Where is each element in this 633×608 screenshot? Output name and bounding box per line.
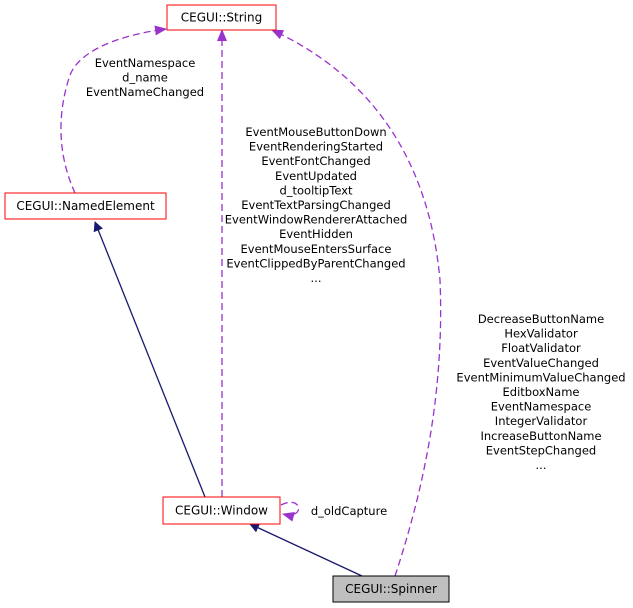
node-string[interactable]: CEGUI::String <box>166 4 277 31</box>
edge-label-line: EventClippedByParentChanged <box>226 256 405 270</box>
edge-label-line: d_name <box>122 71 168 85</box>
edge-label-line: EventHidden <box>279 227 353 241</box>
edge-window-self <box>280 501 300 522</box>
edge-spinner-window <box>249 523 363 577</box>
node-spinner[interactable]: CEGUI::Spinner <box>332 575 450 603</box>
edge-label-line: EventMinimumValueChanged <box>456 370 625 384</box>
edge-label-line: EventNameChanged <box>86 85 204 99</box>
edge-label-line: EventNamespace <box>95 56 196 70</box>
edge-window-namedelement <box>93 221 206 498</box>
edge-label-line: EventTextParsingChanged <box>241 198 391 212</box>
edge-label-line: EventValueChanged <box>483 356 599 370</box>
edge-label-line: HexValidator <box>504 327 578 341</box>
edge-label-line: FloatValidator <box>501 341 581 355</box>
edge-label-line: EventNamespace <box>491 400 592 414</box>
edge-label-line: EventFontChanged <box>261 154 370 168</box>
edge-spinner-string <box>271 29 442 577</box>
edge-label-line: EventMouseEntersSurface <box>241 242 392 256</box>
edge-namedelement-string <box>60 25 167 194</box>
edge-label-line: EventRenderingStarted <box>249 140 383 154</box>
node-namedelement[interactable]: CEGUI::NamedElement <box>4 192 167 220</box>
edge-label-line: DecreaseButtonName <box>478 312 604 326</box>
node-string-label: CEGUI::String <box>181 11 262 25</box>
edge-label-line: EventMouseButtonDown <box>245 125 386 139</box>
edge-label-line: EventUpdated <box>275 169 357 183</box>
edge-label-line: EventStepChanged <box>486 443 596 457</box>
edge-label-line: IntegerValidator <box>495 414 588 428</box>
node-namedelement-label: CEGUI::NamedElement <box>16 199 155 213</box>
edge-label-line: EventWindowRendererAttached <box>225 213 408 227</box>
node-window-label: CEGUI::Window <box>175 504 268 518</box>
edge-label-line: ... <box>536 458 547 472</box>
edge-label-line: IncreaseButtonName <box>480 429 601 443</box>
edge-label-line: ... <box>311 271 322 285</box>
edge-label-line: d_tooltipText <box>279 183 353 197</box>
edge-label-line: EditboxName <box>503 385 580 399</box>
label-window-self: d_oldCapture <box>311 504 387 518</box>
node-spinner-label: CEGUI::Spinner <box>345 582 437 596</box>
node-window[interactable]: CEGUI::Window <box>162 496 281 525</box>
